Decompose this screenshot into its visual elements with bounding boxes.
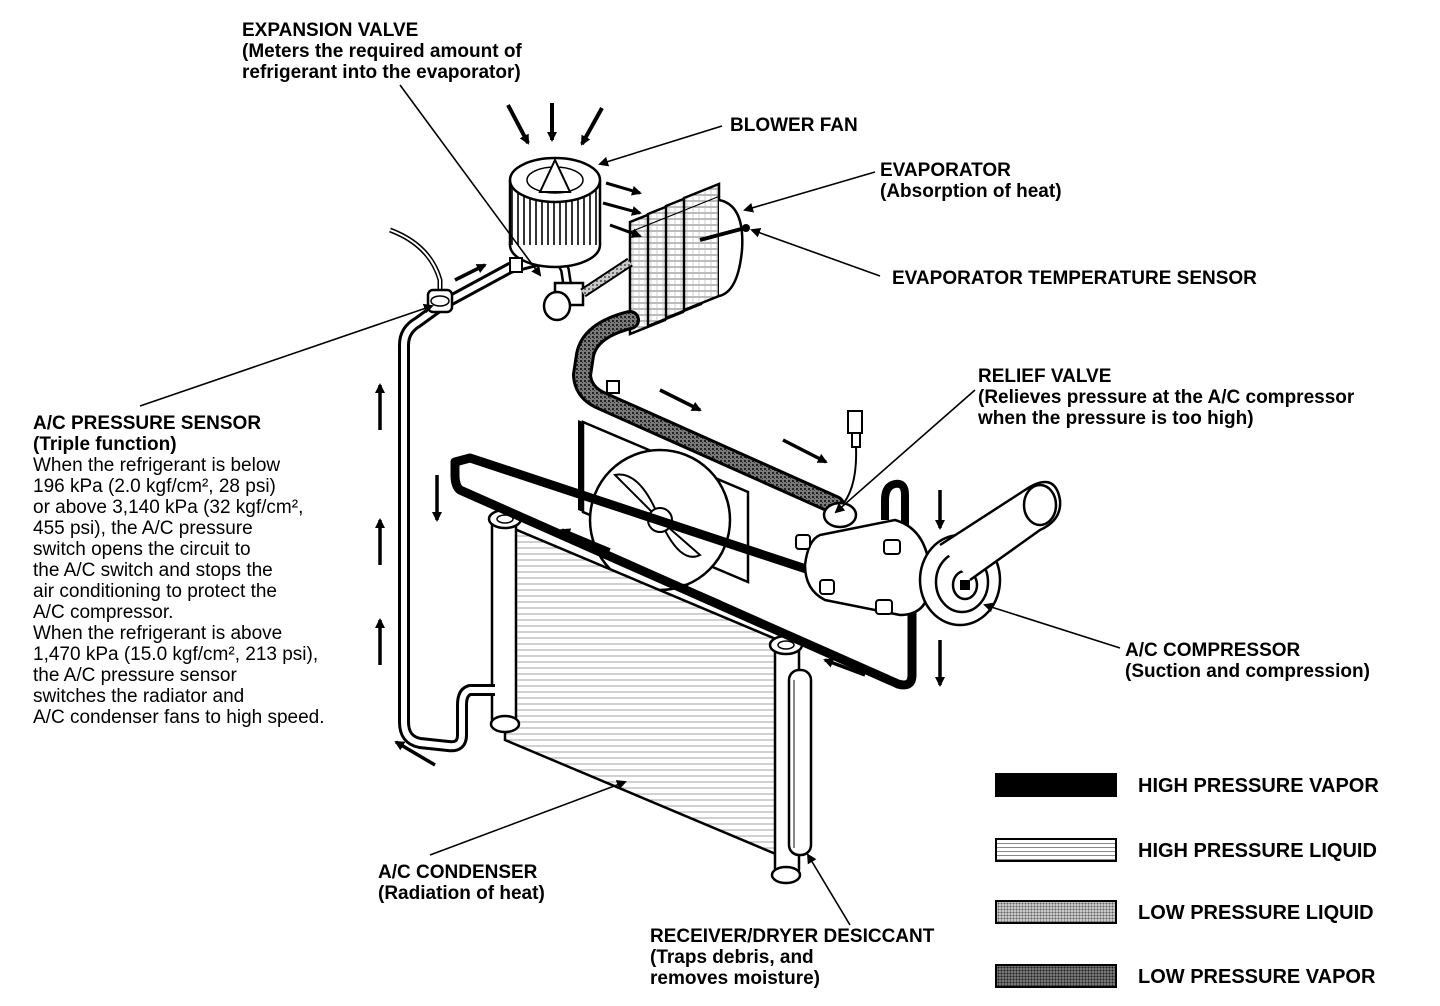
expansion-valve — [509, 257, 633, 322]
label-ac-pressure-sensor: A/C PRESSURE SENSOR (Triple function) Wh… — [33, 413, 325, 728]
ac-condenser-sub: (Radiation of heat) — [378, 883, 545, 904]
evaporator-temp-sensor-title: EVAPORATOR TEMPERATURE SENSOR — [892, 268, 1257, 289]
legend-label-low-pressure-vapor: LOW PRESSURE VAPOR — [1138, 966, 1376, 988]
ac-pressure-sensor-desc-3: or above 3,140 kPa (32 kgf/cm², — [33, 497, 304, 518]
ac-condenser — [487, 508, 804, 885]
legend-swatch-high-pressure-vapor — [995, 773, 1117, 797]
ac-pressure-sensor-desc-7: air conditioning to protect the — [33, 581, 277, 602]
relief-valve-sub-1: (Relieves pressure at the A/C compressor — [978, 387, 1355, 408]
receiver-dryer — [787, 668, 813, 857]
evaporator-sub: (Absorption of heat) — [880, 181, 1062, 202]
legend-swatch-high-pressure-liquid — [995, 838, 1117, 862]
relief-valve — [822, 410, 863, 529]
ac-pressure-sensor-desc-4: 455 psi), the A/C pressure — [33, 518, 253, 539]
ac-pressure-sensor-desc-12: switches the radiator and — [33, 686, 245, 707]
legend-label-low-pressure-liquid: LOW PRESSURE LIQUID — [1138, 902, 1374, 924]
blower-fan — [508, 156, 602, 269]
label-ac-condenser: A/C CONDENSER (Radiation of heat) — [378, 862, 545, 904]
ac-pressure-sensor-desc-10: 1,470 kPa (15.0 kgf/cm², 213 psi), — [33, 644, 319, 665]
label-ac-compressor: A/C COMPRESSOR (Suction and compression) — [1125, 640, 1370, 682]
leader-lines — [139, 84, 1121, 926]
evaporator — [628, 182, 744, 336]
evaporator-title: EVAPORATOR — [880, 160, 1011, 181]
ac-pressure-sensor-desc-9: When the refrigerant is above — [33, 623, 283, 644]
ac-compressor-sub: (Suction and compression) — [1125, 661, 1370, 682]
legend-label-high-pressure-vapor: HIGH PRESSURE VAPOR — [1138, 775, 1379, 797]
label-blower-fan: BLOWER FAN — [730, 115, 858, 136]
expansion-valve-title: EXPANSION VALVE — [242, 20, 419, 41]
relief-valve-sub-2: when the pressure is too high) — [978, 408, 1254, 429]
ac-pressure-sensor-sub: (Triple function) — [33, 434, 177, 455]
blower-fan-title: BLOWER FAN — [730, 115, 858, 136]
legend-swatch-low-pressure-liquid — [995, 900, 1117, 924]
legend-label-high-pressure-liquid: HIGH PRESSURE LIQUID — [1138, 840, 1377, 862]
ac-compressor-title: A/C COMPRESSOR — [1125, 640, 1301, 661]
label-evaporator: EVAPORATOR (Absorption of heat) — [880, 160, 1062, 202]
ac-pressure-sensor-desc-5: switch opens the circuit to — [33, 539, 251, 560]
ac-pressure-sensor-desc-13: A/C condenser fans to high speed. — [33, 707, 325, 728]
receiver-dryer-sub-1: (Traps debris, and — [650, 947, 814, 968]
label-relief-valve: RELIEF VALVE (Relieves pressure at the A… — [978, 366, 1354, 429]
ac-pressure-sensor-title: A/C PRESSURE SENSOR — [33, 413, 262, 434]
ac-pressure-sensor-desc-2: 196 kPa (2.0 kgf/cm², 28 psi) — [33, 476, 276, 497]
receiver-dryer-title: RECEIVER/DRYER DESICCANT — [650, 926, 935, 947]
legend-swatch-low-pressure-vapor — [995, 964, 1117, 988]
label-evaporator-temperature-sensor: EVAPORATOR TEMPERATURE SENSOR — [892, 268, 1257, 289]
high-pressure-vapor-line — [450, 453, 917, 690]
ac-pressure-sensor-desc-11: the A/C pressure sensor — [33, 665, 237, 686]
label-receiver-dryer: RECEIVER/DRYER DESICCANT (Traps debris, … — [650, 926, 934, 989]
ac-pressure-sensor — [389, 227, 454, 314]
label-expansion-valve: EXPANSION VALVE (Meters the required amo… — [242, 20, 522, 83]
relief-valve-title: RELIEF VALVE — [978, 366, 1112, 387]
evaporator-temperature-sensor — [699, 224, 750, 242]
ac-pressure-sensor-desc-1: When the refrigerant is below — [33, 455, 281, 476]
low-pressure-vapor-line — [571, 310, 845, 515]
flow-arrows — [375, 103, 945, 767]
ac-pressure-sensor-desc-8: A/C compressor. — [33, 602, 174, 623]
ac-condenser-title: A/C CONDENSER — [378, 862, 538, 883]
ac-pressure-sensor-desc-6: the A/C switch and stops the — [33, 560, 273, 581]
ac-compressor — [795, 480, 1062, 627]
receiver-dryer-sub-2: removes moisture) — [650, 968, 821, 989]
expansion-valve-sub-2: refrigerant into the evaporator) — [242, 62, 521, 83]
expansion-valve-sub-1: (Meters the required amount of — [242, 41, 522, 62]
